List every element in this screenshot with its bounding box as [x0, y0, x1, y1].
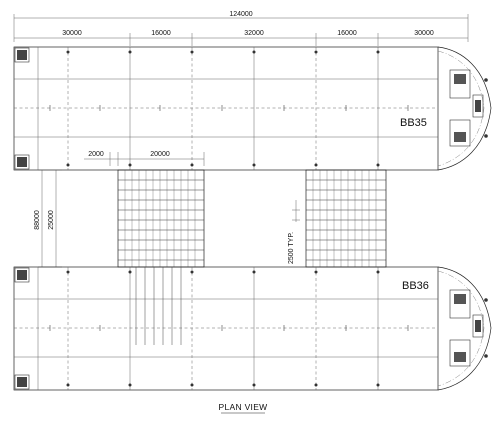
deck-section-right: [305, 169, 387, 268]
dim-side-outer: 88000: [34, 210, 41, 230]
dim-side-inner: 25000: [48, 210, 55, 230]
dim-segment-2: 16000: [151, 30, 171, 37]
barge-bb36: BB36: [13, 266, 492, 391]
dim-deck-width: 20000: [150, 151, 170, 158]
dim-segment-5: 30000: [414, 30, 434, 37]
plan-view-title: PLAN VIEW: [219, 402, 268, 412]
side-dimensions: 88000 25000: [34, 169, 62, 268]
dim-segment-3: 32000: [244, 30, 264, 37]
deck-dimensions: 2000 20000 2500 TYP.: [84, 151, 300, 264]
dim-segment-1: 30000: [62, 30, 82, 37]
dim-gap: 2000: [88, 151, 104, 158]
dim-slat-spacing: 2500 TYP.: [288, 232, 295, 264]
barge-label-bb35: BB35: [400, 117, 427, 129]
dim-segment-4: 16000: [337, 30, 357, 37]
drawing-title: PLAN VIEW: [219, 402, 268, 414]
dim-overall-length: 124000: [229, 11, 252, 18]
barge-label-bb36: BB36: [402, 280, 429, 292]
deck-section-left: [117, 169, 205, 268]
barge-bb35: BB35: [13, 46, 492, 171]
top-dimensions: 124000 30000 16000 32000 16000 30000: [13, 11, 469, 46]
